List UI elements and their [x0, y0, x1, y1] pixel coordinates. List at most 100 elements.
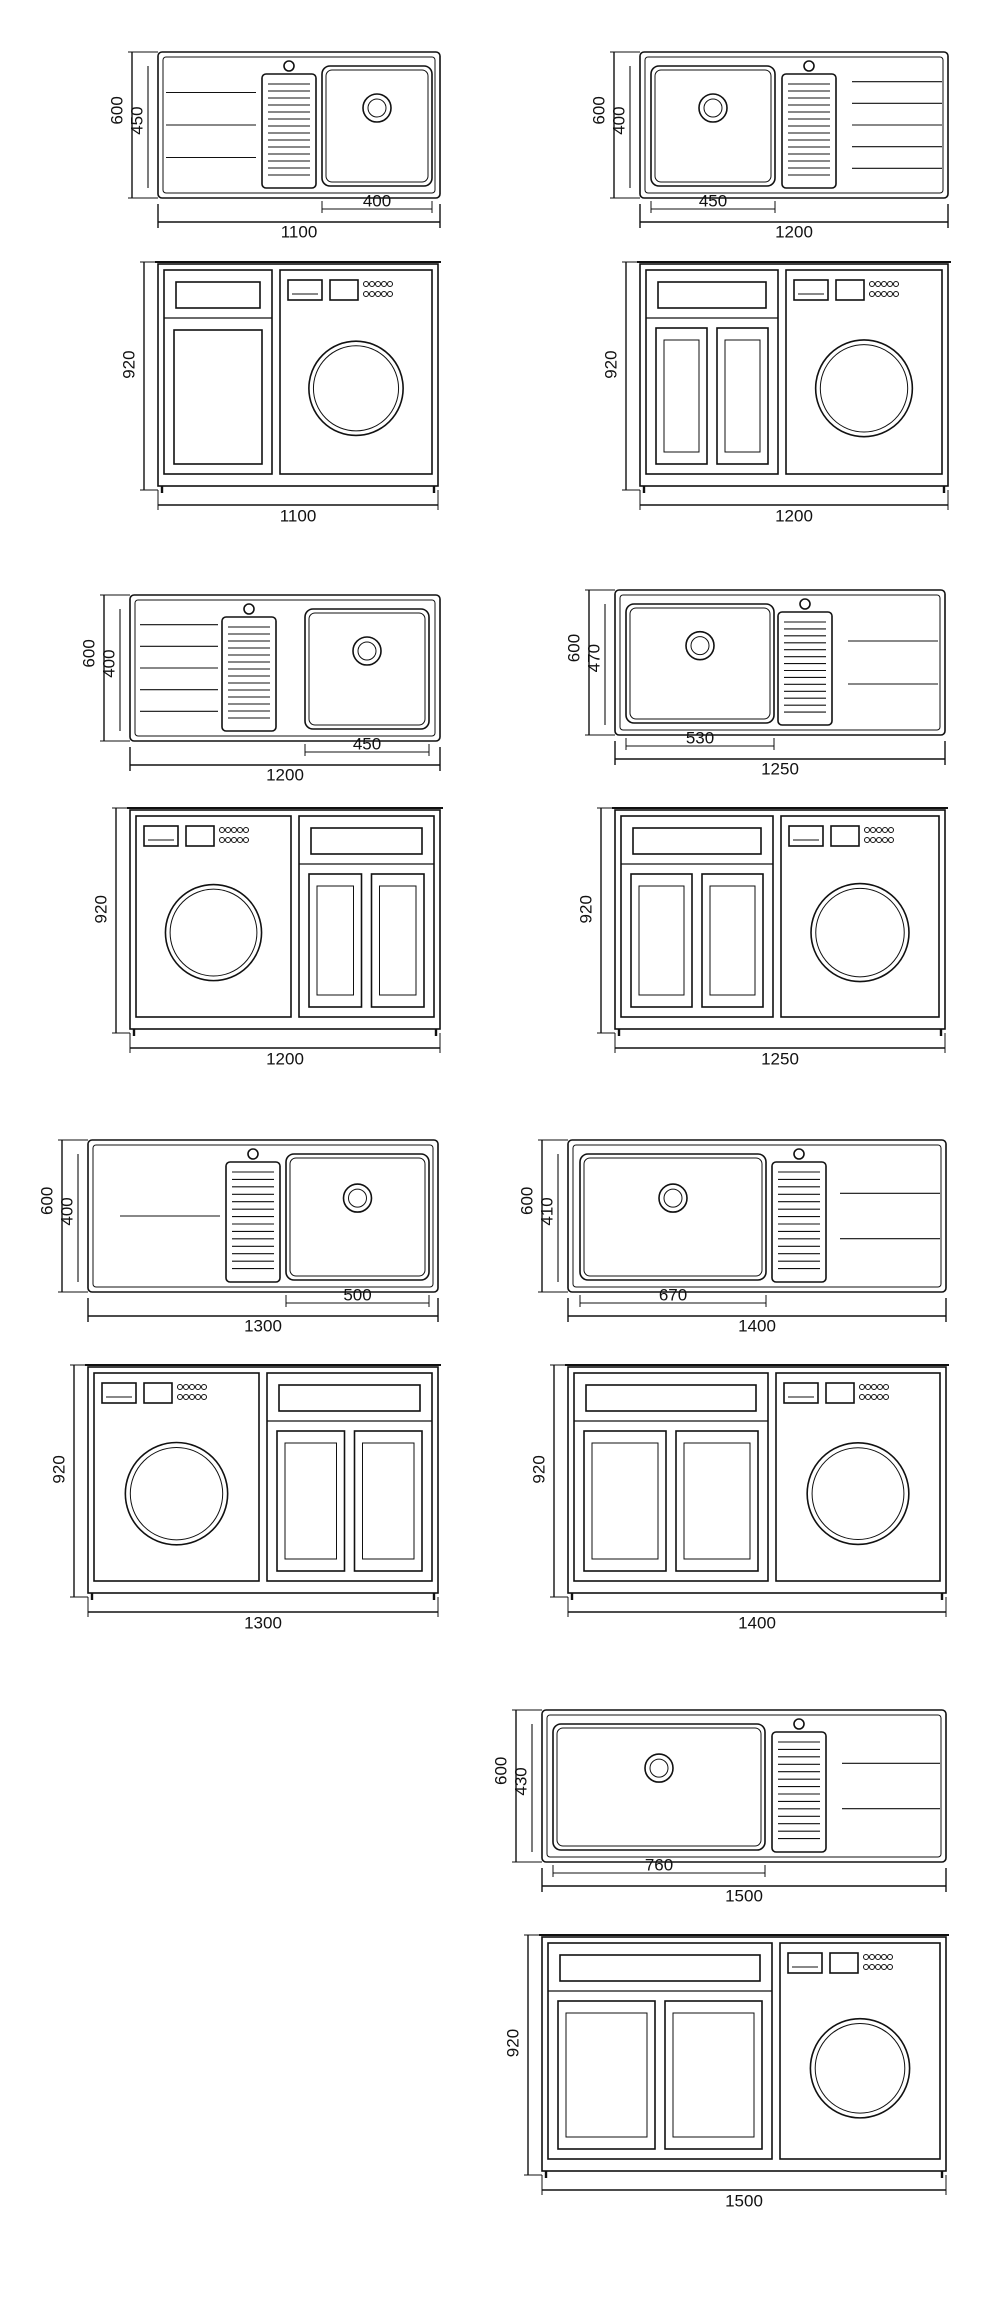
control-button-icon [869, 1954, 875, 1960]
dimension-depth: 600 [589, 96, 608, 124]
control-display [185, 825, 215, 847]
drain-inner-icon [357, 641, 377, 661]
control-button-icon [876, 827, 882, 833]
control-button-icon [887, 1954, 893, 1960]
cupboard-door [173, 329, 263, 465]
cabinet-front-u1200a: 1200 920 [601, 261, 951, 525]
dimension-bowl-depth: 400 [99, 649, 118, 677]
control-button-icon [887, 291, 893, 297]
control-button-icon [177, 1384, 183, 1390]
dimension-total-width: 1500 [725, 1886, 763, 1905]
control-button-icon [869, 291, 875, 297]
drain-icon [698, 93, 728, 123]
cupboard-door-left [557, 2000, 656, 2150]
control-button-icon [231, 837, 237, 843]
control-button-icon [883, 1394, 889, 1400]
dimension-total-width: 1400 [738, 1316, 776, 1335]
detergent-drawer [788, 825, 824, 847]
control-button-icon [387, 291, 393, 297]
dimension-depth: 600 [491, 1757, 510, 1785]
control-button-icon [871, 1394, 877, 1400]
control-button-icon [864, 827, 870, 833]
dimension-total-width: 1200 [775, 222, 813, 241]
control-button-icon [387, 281, 393, 287]
control-button-icon [381, 291, 387, 297]
control-display [830, 825, 860, 847]
washing-machine [785, 269, 943, 475]
cabinet-front-u1300: 1300 920 [49, 1364, 441, 1632]
control-button-icon [877, 1384, 883, 1390]
control-button-icon [195, 1394, 201, 1400]
washboard [771, 1731, 827, 1853]
detergent-drawer [143, 825, 179, 847]
faucet-hole-icon [283, 60, 295, 72]
washboard [771, 1161, 827, 1283]
washboard [781, 73, 837, 189]
dimension-cabinet-width: 1250 [761, 1049, 799, 1068]
dimension-bowl-width: 500 [343, 1285, 371, 1304]
dimension-cabinet-width: 1500 [725, 2191, 763, 2210]
control-button-icon [875, 1964, 881, 1970]
dimension-bowl-depth: 470 [584, 644, 603, 672]
control-button-icon [375, 281, 381, 287]
dimension-bowl-width: 450 [699, 191, 727, 210]
door-panel [284, 1442, 337, 1560]
cupboard-drawer [175, 281, 261, 309]
control-button-icon [877, 1394, 883, 1400]
control-button-icon [177, 1394, 183, 1400]
control-button-icon [869, 281, 875, 287]
washing-machine [135, 815, 292, 1018]
drain-icon [658, 1183, 688, 1213]
door-panel [663, 339, 700, 453]
control-button-icon [887, 1964, 893, 1970]
dimension-cabinet-height: 920 [49, 1455, 68, 1483]
control-button-icon [243, 837, 249, 843]
dimension-bowl-width: 400 [363, 191, 391, 210]
control-button-icon [189, 1394, 195, 1400]
countertop-inner-rim [572, 1144, 942, 1288]
door-panel [379, 885, 417, 996]
cupboard-body [573, 1372, 769, 1582]
sink-bowl-inner [556, 1727, 762, 1847]
control-button-icon [195, 1384, 201, 1390]
detergent-drawer [287, 279, 323, 301]
dimension-bowl-depth: 400 [609, 106, 628, 134]
countertop-outline [614, 589, 946, 736]
drain-icon [342, 1183, 373, 1213]
cabinet-outline [541, 1936, 947, 2172]
cupboard-door-right [716, 327, 769, 465]
washboard [225, 1161, 281, 1283]
cupboard-drawer [310, 827, 423, 855]
cabinet-outline [129, 809, 441, 1030]
sink-bowl-inner [583, 1157, 763, 1277]
control-button-icon [859, 1384, 865, 1390]
control-button-icon [869, 1964, 875, 1970]
control-button-icon [363, 291, 369, 297]
control-button-icon [864, 837, 870, 843]
countertop-inner-rim [134, 599, 436, 737]
washing-machine [780, 815, 940, 1018]
dimension-bowl-width: 670 [659, 1285, 687, 1304]
dimension-cabinet-width: 1300 [244, 1613, 282, 1632]
sink-bowl [552, 1723, 766, 1851]
dimension-cabinet-height: 920 [601, 350, 620, 378]
control-button-icon [881, 281, 887, 287]
control-button-icon [859, 1394, 865, 1400]
control-button-icon [865, 1384, 871, 1390]
control-button-icon [243, 827, 249, 833]
door-panel [672, 2012, 755, 2138]
dimension-cabinet-width: 1200 [775, 506, 813, 525]
control-button-icon [237, 837, 243, 843]
dimension-cabinet-width: 1200 [266, 1049, 304, 1068]
sink-bowl-inner [629, 607, 771, 720]
control-button-icon [237, 827, 243, 833]
drain-icon [352, 636, 382, 666]
cupboard-drawer [657, 281, 767, 309]
dimension-depth: 600 [37, 1187, 56, 1215]
control-button-icon [887, 281, 893, 287]
detergent-drawer [793, 279, 829, 301]
